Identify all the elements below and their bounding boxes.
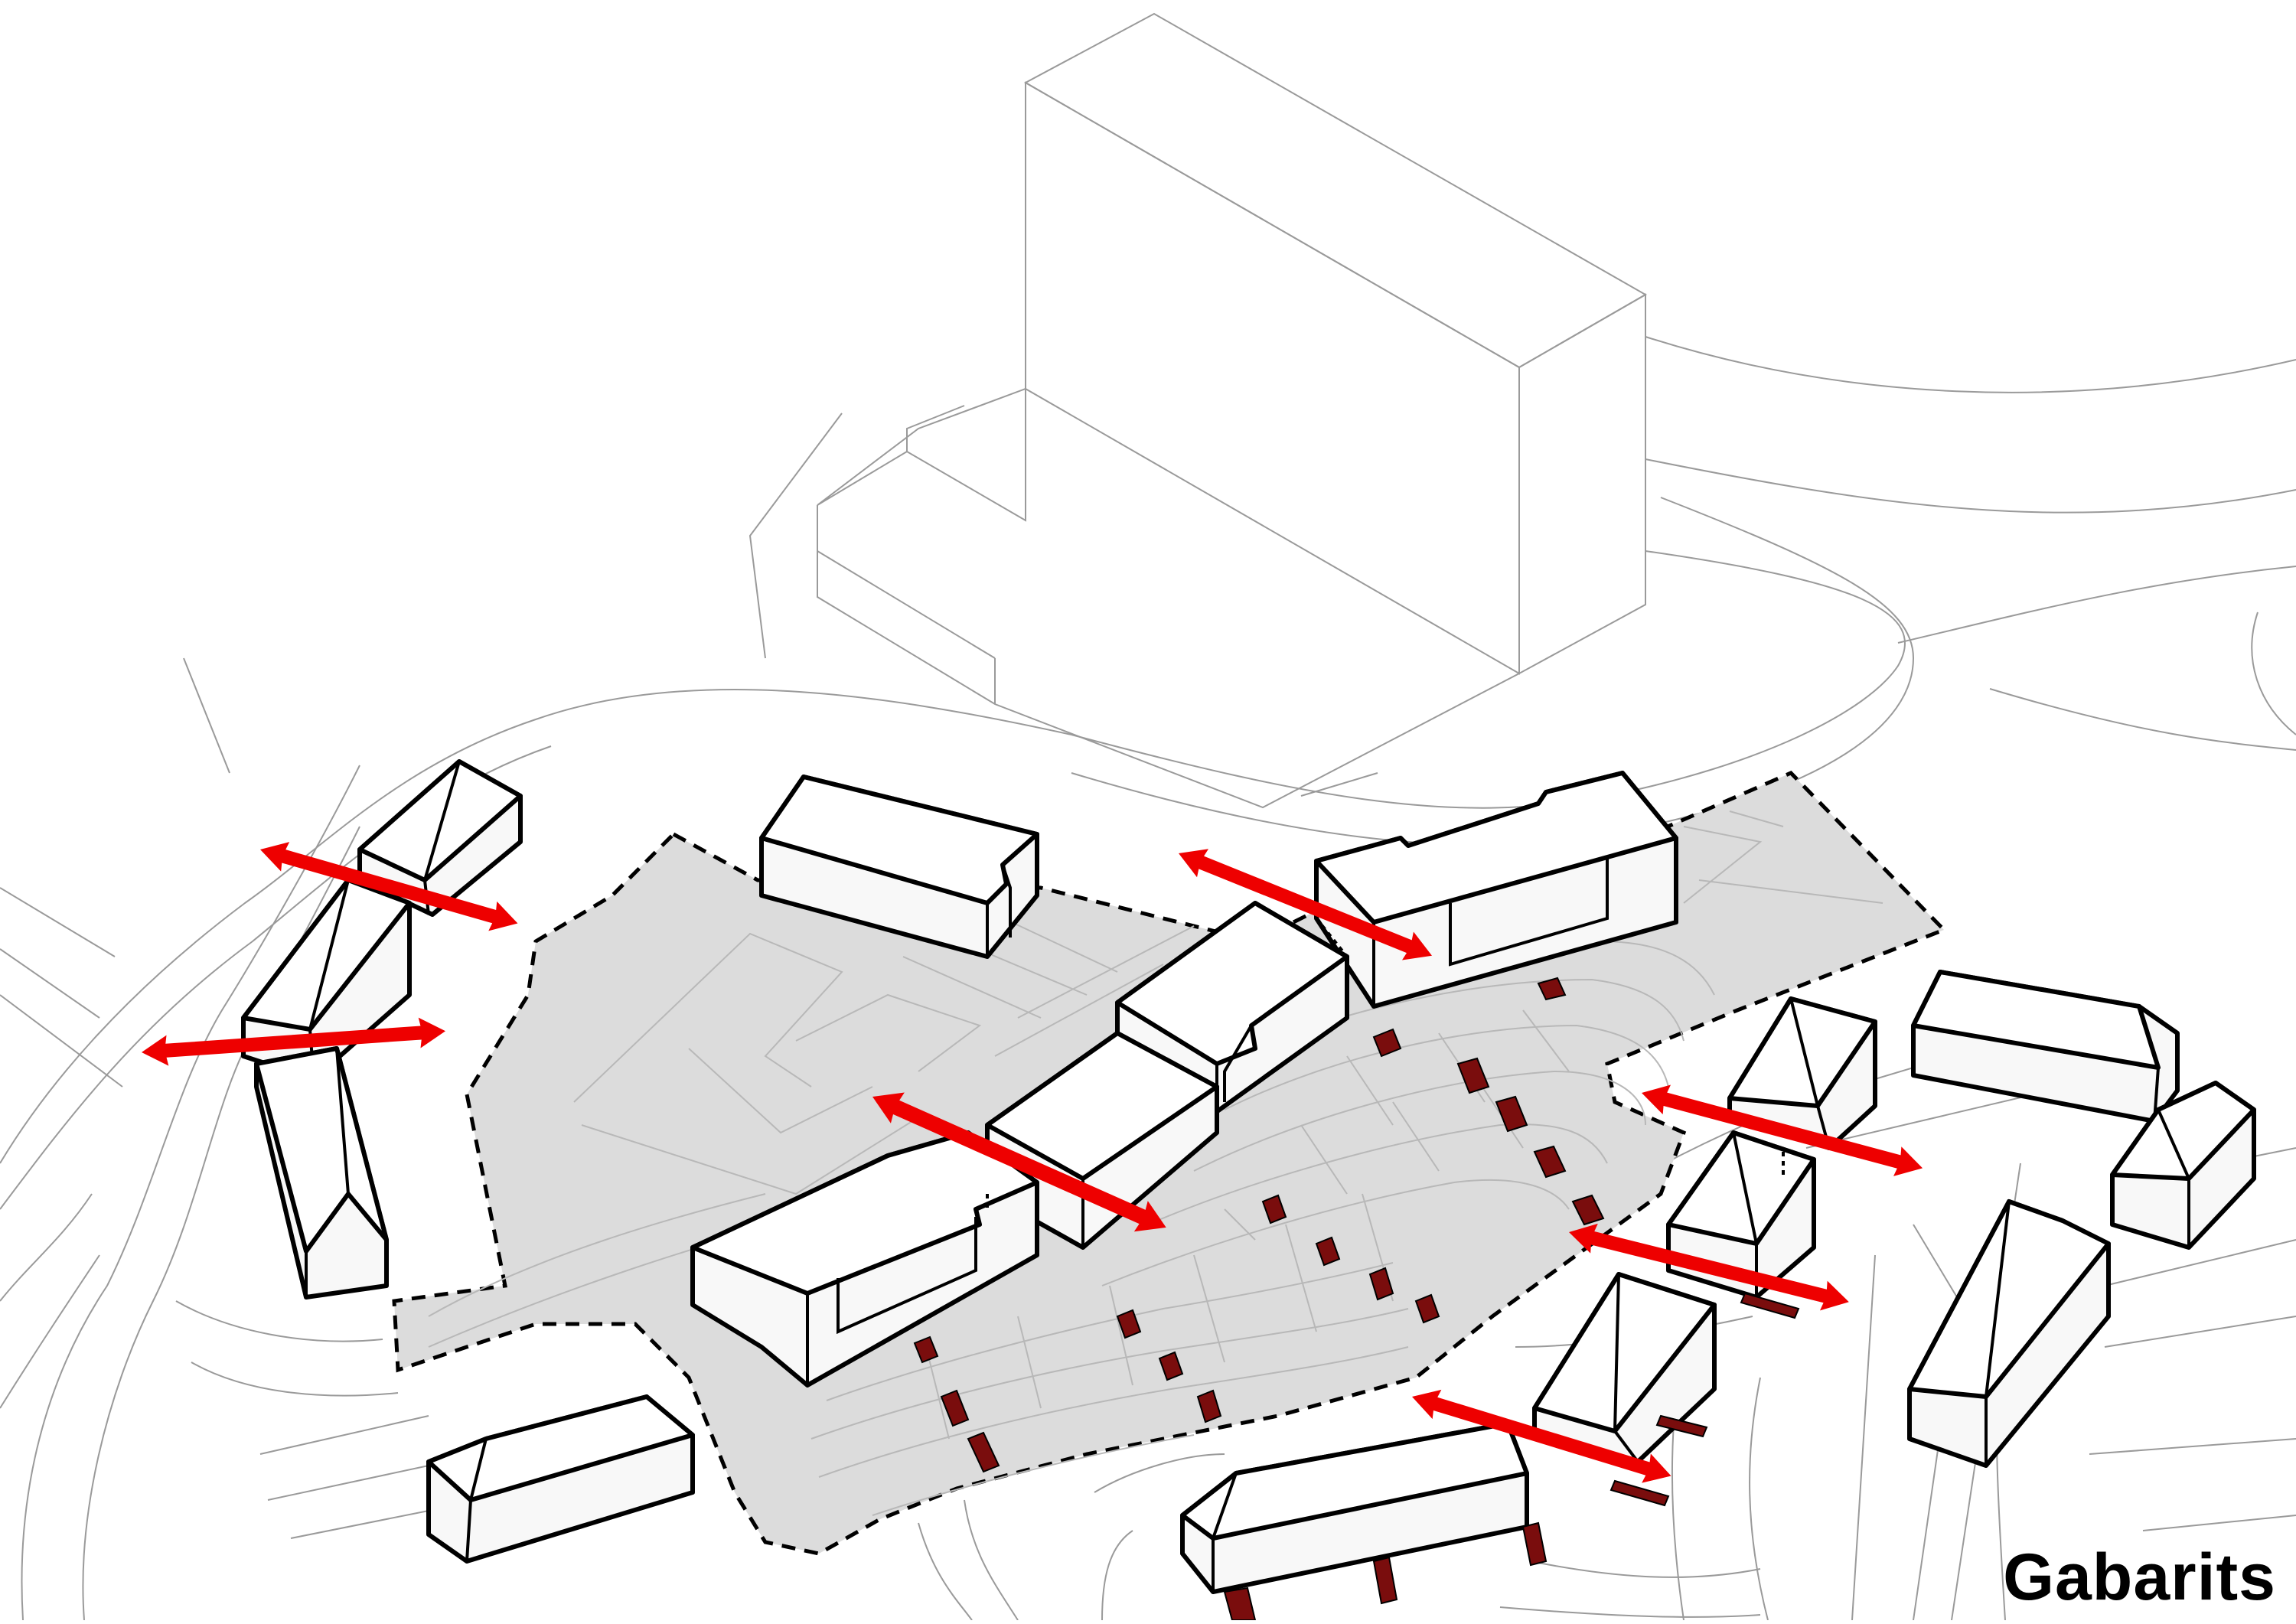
stair-7	[1261, 1194, 1287, 1225]
stair-16	[967, 1431, 1000, 1473]
stair-14	[913, 1335, 939, 1364]
arrow-nw-1	[260, 842, 518, 931]
building-s-gable	[1180, 1421, 1529, 1594]
building-nw-1	[357, 759, 523, 917]
stair-8	[1315, 1236, 1341, 1267]
building-center-lower	[985, 1031, 1219, 1250]
diagram-title: Gabarits	[2003, 1541, 2276, 1614]
stair-22	[1521, 1521, 1548, 1567]
stair-9	[1368, 1267, 1394, 1301]
stair-6	[1571, 1194, 1605, 1226]
context-tower	[817, 12, 1648, 809]
building-n-center	[759, 774, 1039, 959]
arrow-se	[1412, 1389, 1671, 1483]
stair-1	[1372, 1028, 1402, 1058]
stair-12	[1158, 1351, 1184, 1381]
arrow-center	[872, 1092, 1166, 1232]
stairs-markers	[913, 977, 1800, 1621]
stair-20	[1223, 1586, 1257, 1621]
building-far-east-3	[1907, 1199, 2111, 1468]
stair-18	[1655, 1414, 1708, 1438]
view-arrows	[142, 842, 1923, 1483]
stair-4	[1495, 1095, 1528, 1133]
building-e-2	[1666, 1130, 1816, 1300]
building-far-east-1	[1911, 970, 2180, 1123]
arrow-w	[142, 1017, 446, 1066]
buildings	[241, 759, 2256, 1594]
arrow-e-1	[1642, 1084, 1923, 1176]
building-far-east-2	[2110, 1081, 2256, 1250]
building-sw	[426, 1394, 695, 1564]
arrow-n-center	[1179, 849, 1433, 960]
stair-11	[1116, 1309, 1142, 1339]
stair-13	[1196, 1389, 1222, 1423]
stair-17	[1740, 1292, 1800, 1319]
stair-10	[1414, 1293, 1440, 1324]
building-s-center	[690, 1130, 1039, 1388]
arrow-e-2	[1569, 1223, 1849, 1311]
stair-19	[1609, 1479, 1670, 1507]
building-se-1	[1532, 1272, 1717, 1464]
stair-5	[1533, 1145, 1567, 1179]
stair-3	[1456, 1057, 1490, 1094]
stair-15	[940, 1389, 970, 1427]
stair-2	[1537, 977, 1567, 1001]
stair-21	[1372, 1556, 1398, 1605]
building-w-1	[241, 878, 412, 1081]
building-w-2	[254, 1046, 389, 1300]
